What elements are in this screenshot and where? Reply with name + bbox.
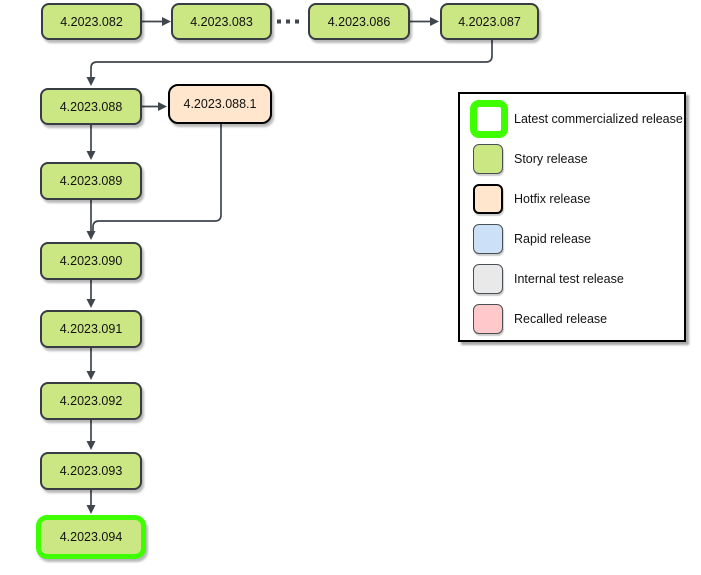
story-release-swatch-icon [473,144,503,174]
legend-item-hotfix: Hotfix release [470,179,684,219]
node-4.2023.086: 4.2023.086 [308,3,410,40]
node-4.2023.094-latest: 4.2023.094 [36,515,146,559]
node-label: 4.2023.083 [190,14,253,29]
legend-swatch-wrap [470,100,514,138]
legend-item-recalled: Recalled release [470,299,684,339]
latest-commercialized-swatch-icon [470,100,508,138]
hotfix-release-swatch-icon [473,184,503,214]
edge-087-088 [86,40,493,86]
node-label: 4.2023.093 [59,464,123,478]
node-4.2023.088: 4.2023.088 [40,88,142,125]
legend-label: Latest commercialized release [514,112,683,126]
legend-swatch-wrap [470,144,514,174]
legend-swatch-wrap [470,304,514,334]
node-label: 4.2023.094 [59,530,123,544]
node-label: 4.2023.088 [59,99,123,114]
legend-label: Story release [514,152,588,166]
legend-label: Hotfix release [514,192,591,206]
node-4.2023.089: 4.2023.089 [40,162,142,200]
edge-088_1-merge-090 [92,124,222,231]
node-label: 4.2023.092 [59,394,123,408]
node-4.2023.093: 4.2023.093 [40,452,142,490]
legend-item-internal-test: Internal test release [470,259,684,299]
node-label: 4.2023.082 [60,14,123,29]
legend-item-latest-commercialized: Latest commercialized release [470,99,684,139]
legend-item-story: Story release [470,139,684,179]
legend-label: Recalled release [514,312,608,326]
legend-swatch-wrap [470,264,514,294]
legend-label: Rapid release [514,232,592,246]
rapid-release-swatch-icon [473,224,503,254]
legend-item-rapid: Rapid release [470,219,684,259]
recalled-release-swatch-icon [473,304,503,334]
node-label: 4.2023.091 [59,322,123,336]
node-label: 4.2023.086 [327,14,391,29]
node-4.2023.087: 4.2023.087 [440,3,539,40]
legend-swatch-wrap [470,224,514,254]
legend: Latest commercialized release Story rele… [458,92,686,342]
node-label: 4.2023.088.1 [183,97,257,111]
legend-label: Internal test release [514,272,624,286]
node-4.2023.083: 4.2023.083 [171,3,272,40]
node-4.2023.082: 4.2023.082 [41,3,142,40]
node-label: 4.2023.090 [59,254,123,268]
legend-swatch-wrap [470,184,514,214]
node-label: 4.2023.089 [59,174,123,188]
node-label: 4.2023.087 [458,14,521,29]
node-4.2023.092: 4.2023.092 [40,382,142,420]
node-4.2023.091: 4.2023.091 [40,310,142,348]
internal-test-release-swatch-icon [473,264,503,294]
node-4.2023.088.1-hotfix: 4.2023.088.1 [168,84,272,124]
node-4.2023.090: 4.2023.090 [40,242,142,280]
